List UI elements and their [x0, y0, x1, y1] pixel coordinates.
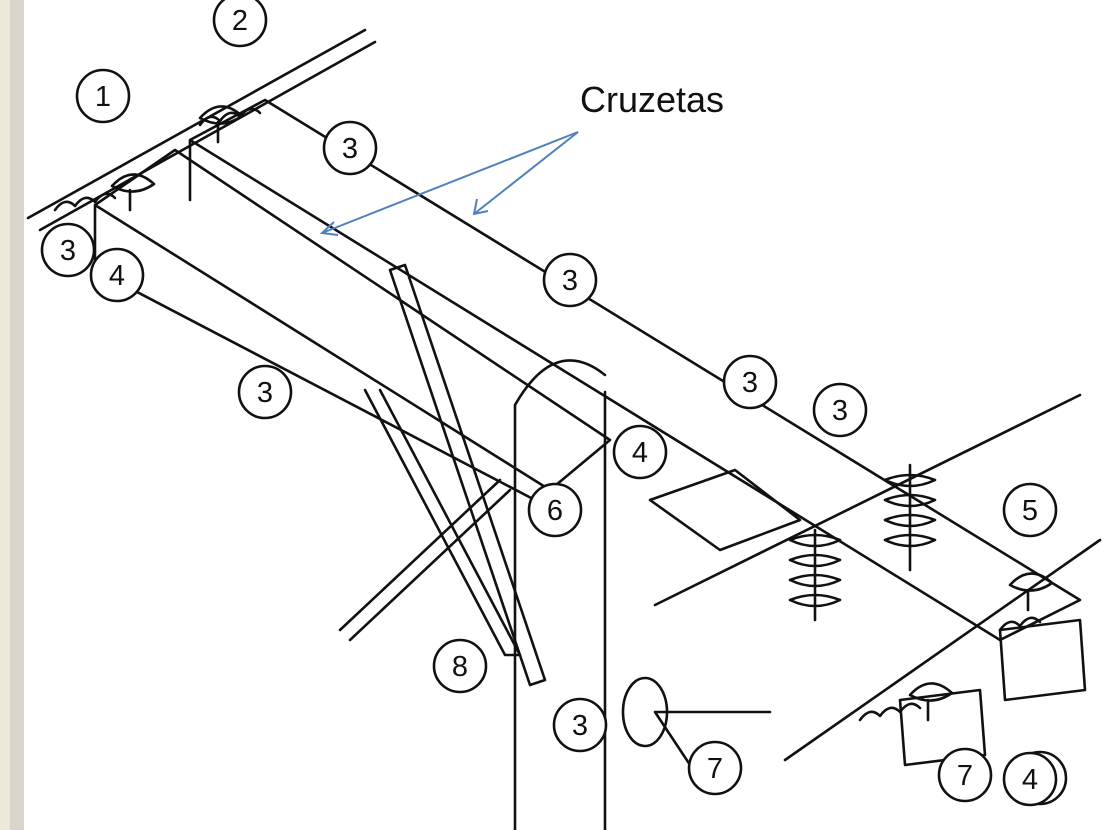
- suspension-insulator: [788, 528, 842, 622]
- crossarm-end-block: [998, 618, 1087, 702]
- callout-2: 2: [212, 0, 268, 48]
- callout-number: 3: [572, 710, 588, 742]
- insulator: [1008, 572, 1054, 612]
- ground-brace: [338, 478, 512, 642]
- callout-7: 7: [937, 747, 993, 803]
- paper-sheet: [10, 0, 1104, 830]
- callout-number: 6: [547, 495, 563, 527]
- conductor-wire: [783, 538, 1102, 762]
- callout-3: 3: [722, 354, 778, 410]
- suspension-insulator: [883, 463, 937, 572]
- tie-wire: [858, 702, 922, 722]
- callout-circle: [237, 364, 293, 420]
- callout-circle: [722, 354, 778, 410]
- line-drawing: [26, 28, 1102, 830]
- conductor-wire: [26, 28, 367, 220]
- callout-circle: [1002, 751, 1058, 807]
- annotation-label: Cruzetas: [580, 79, 724, 120]
- callout-5: 5: [1002, 482, 1058, 538]
- arrowhead: [319, 221, 339, 236]
- callout-4: 4: [612, 424, 668, 480]
- callout-circle: [812, 382, 868, 438]
- annotation-arrow: [321, 131, 579, 234]
- callout-number: 3: [832, 395, 848, 427]
- callout-number: 3: [342, 133, 358, 165]
- annotation-arrows: [319, 131, 579, 236]
- tie-wire: [53, 192, 117, 212]
- callout-circle: [937, 747, 993, 803]
- callout-number: 3: [257, 377, 273, 409]
- callout-circle: [89, 247, 145, 303]
- rear-crossarm: [188, 98, 1082, 642]
- callout-circle: [612, 424, 668, 480]
- conductor-wire: [38, 40, 377, 232]
- callout-circle: [212, 0, 268, 48]
- callout-number: 1: [95, 81, 111, 113]
- callout-6: 6: [527, 482, 583, 538]
- callout-number: 3: [562, 265, 578, 297]
- pole: [513, 359, 607, 830]
- callout-number: 7: [707, 753, 723, 785]
- callout-circle: [1002, 482, 1058, 538]
- callout-number: 8: [452, 651, 468, 683]
- callout-circle: [75, 68, 131, 124]
- callouts: 123334334365837474: [40, 0, 1068, 807]
- callout-number: 4: [632, 437, 648, 469]
- callout-4: 4: [1002, 751, 1058, 807]
- callout-number: 7: [957, 760, 973, 792]
- insulator: [110, 173, 156, 212]
- callout-circle: [542, 252, 598, 308]
- callout-3: 3: [237, 364, 293, 420]
- crossarm-end-block: [898, 688, 987, 767]
- callout-number: 5: [1022, 495, 1038, 527]
- callout-3: 3: [552, 697, 608, 753]
- callout-7: 7: [687, 740, 743, 796]
- callout-circle: [40, 222, 96, 278]
- callout-3: 3: [542, 252, 598, 308]
- callout-3: 3: [322, 120, 378, 176]
- page-shadow: [10, 0, 24, 830]
- callout-number: 4: [109, 260, 125, 292]
- brace: [363, 388, 522, 657]
- callout-number: 3: [60, 235, 76, 267]
- tie-wire: [998, 616, 1042, 632]
- callout-8: 8: [432, 638, 488, 694]
- brace: [388, 263, 547, 687]
- callout-4: 4: [89, 247, 145, 303]
- arrowhead: [472, 198, 489, 216]
- crossarm-stub: [648, 468, 802, 552]
- callout-3: 3: [812, 382, 868, 438]
- callout-circle: [432, 638, 488, 694]
- conductor-wire: [653, 393, 1082, 607]
- callout-number: 2: [232, 5, 248, 37]
- callout-number: 4: [1022, 764, 1038, 796]
- callout-circle: [552, 697, 608, 753]
- callout-1: 1: [75, 68, 131, 124]
- callout-circle: [687, 740, 743, 796]
- callout-circle: [322, 120, 378, 176]
- callout-circle: [527, 482, 583, 538]
- callout-3: 3: [40, 222, 96, 278]
- annotation-arrow: [473, 131, 579, 215]
- callout-number: 3: [742, 367, 758, 399]
